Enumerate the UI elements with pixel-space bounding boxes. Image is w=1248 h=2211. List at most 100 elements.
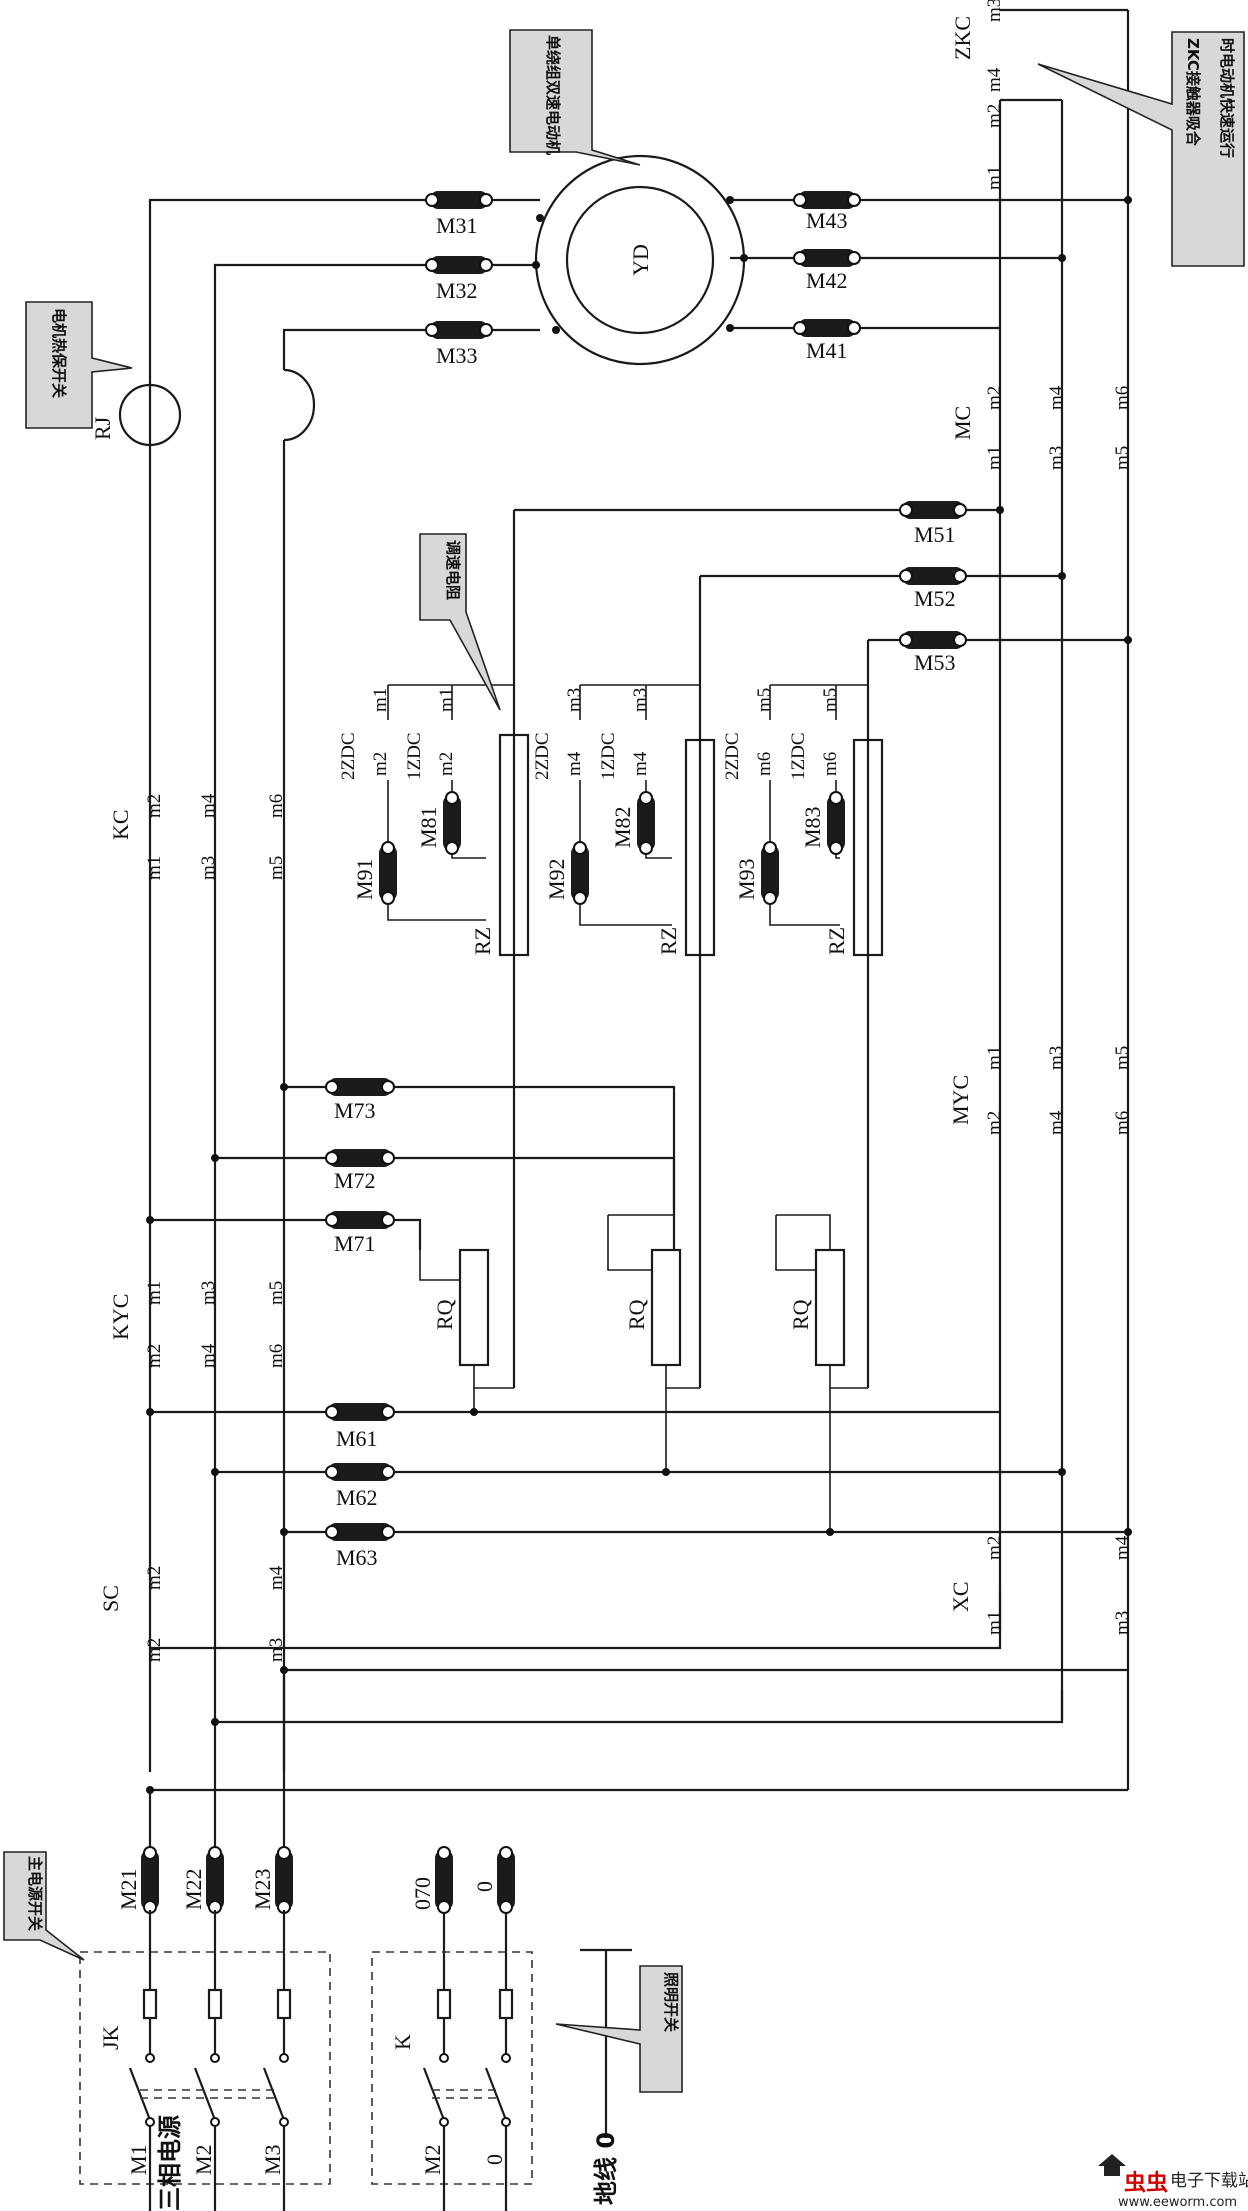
- connector-m73: [325, 1078, 395, 1096]
- m33-label: M33: [436, 343, 478, 368]
- connector-m92: [571, 841, 589, 905]
- m5x-connectors: [899, 501, 967, 649]
- speed-resistor-group-2: RZ 2ZDC 1ZDC m3 m4 m3 m4: [532, 684, 716, 957]
- svg-text:0: 0: [472, 1881, 497, 1892]
- connector-m22: [206, 1846, 224, 1914]
- m91-label: M91: [352, 858, 377, 900]
- connector-m42: [793, 249, 861, 267]
- svg-text:m2: m2: [144, 1638, 165, 1662]
- svg-text:1ZDC: 1ZDC: [404, 733, 425, 781]
- svg-text:070: 070: [410, 1877, 435, 1910]
- svg-text:m3: m3: [266, 1638, 287, 1662]
- svg-text:m5: m5: [754, 688, 775, 712]
- m82-label: M82: [610, 806, 635, 848]
- connector-m23: [275, 1846, 293, 1914]
- connector-m81: [443, 791, 461, 855]
- kyc-contactor: KYC m1 m2 m3 m4 m5 m6: [108, 1281, 287, 1368]
- watermark-url: www.eeworm.com: [1118, 2195, 1237, 2210]
- svg-text:m1: m1: [370, 688, 391, 712]
- svg-text:m3: m3: [564, 688, 585, 712]
- supply-zero: 0: [482, 2154, 507, 2165]
- main-switch-jk: JK: [79, 1910, 331, 2211]
- light-switch-k: 070 0 K: [371, 1846, 533, 2211]
- svg-text:MC: MC: [950, 406, 975, 440]
- svg-text:m5: m5: [1112, 1046, 1133, 1070]
- m31-label: M31: [436, 213, 478, 238]
- svg-text:电机热保开关: 电机热保开关: [50, 308, 68, 398]
- svg-text:m5: m5: [1112, 446, 1133, 470]
- svg-text:m3: m3: [1046, 1046, 1067, 1070]
- svg-text:m3: m3: [198, 856, 219, 880]
- m51-label: M51: [914, 522, 956, 547]
- m93-label: M93: [734, 858, 759, 900]
- svg-text:m2: m2: [144, 1566, 165, 1590]
- svg-text:2ZDC: 2ZDC: [338, 733, 359, 781]
- svg-text:m1: m1: [984, 1046, 1005, 1070]
- svg-text:RQ: RQ: [432, 1299, 457, 1330]
- svg-text:m6: m6: [754, 752, 775, 776]
- svg-text:KC: KC: [108, 809, 133, 840]
- connector-m93: [761, 841, 779, 905]
- connector-m41: [793, 319, 861, 337]
- watermark-brand: 虫虫: [1124, 2170, 1168, 2196]
- svg-text:主电源开关: 主电源开关: [26, 1856, 44, 1931]
- speed-resistor-group-1: RZ 2ZDC 1ZDC m1 m2 m1 m2: [338, 684, 530, 957]
- svg-text:m6: m6: [820, 752, 841, 776]
- svg-text:m2: m2: [144, 794, 165, 818]
- connector-m63: [325, 1523, 395, 1541]
- connector-m32: [425, 256, 493, 274]
- svg-text:调速电阻: 调速电阻: [444, 540, 462, 600]
- connector-070: [435, 1846, 453, 1914]
- svg-text:m3: m3: [1112, 1611, 1133, 1635]
- connector-m21: [141, 1846, 159, 1914]
- svg-text:m2: m2: [984, 386, 1005, 410]
- svg-text:m4: m4: [198, 793, 219, 818]
- sc-contactor: SC m2 m2 m4 m3: [98, 1565, 287, 1662]
- svg-text:m1: m1: [984, 446, 1005, 470]
- connector-m51: [899, 501, 967, 519]
- m72-label: M72: [334, 1168, 376, 1193]
- connector-m53: [899, 631, 967, 649]
- m92-label: M92: [544, 858, 569, 900]
- svg-text:m3: m3: [198, 1281, 219, 1305]
- motor-connectors: [425, 191, 861, 339]
- svg-text:1ZDC: 1ZDC: [788, 733, 809, 781]
- rq-resistors: RQ RQ RQ: [419, 1214, 868, 1389]
- m63-label: M63: [336, 1545, 378, 1570]
- svg-text:m1: m1: [984, 1611, 1005, 1635]
- m32-label: M32: [436, 278, 478, 303]
- svg-text:m6: m6: [1112, 1111, 1133, 1135]
- connector-m43: [793, 191, 861, 209]
- callout-resistor: 调速电阻: [419, 533, 501, 711]
- connector-m82: [637, 791, 655, 855]
- svg-text:JK: JK: [98, 2025, 123, 2050]
- ground-line: 地线 0: [580, 1948, 632, 2205]
- svg-text:m2: m2: [984, 1111, 1005, 1135]
- svg-text:照明开关: 照明开关: [662, 1972, 680, 2032]
- mc-contactor: MC m1 m2 m3 m4 m5 m6: [950, 385, 1133, 470]
- motor-label: YD: [628, 244, 653, 276]
- svg-text:RZ: RZ: [824, 927, 849, 955]
- svg-text:m2: m2: [144, 1344, 165, 1368]
- xc-contactor: XC m2 m1 m4 m3: [948, 1535, 1133, 1635]
- m53-label: M53: [914, 650, 956, 675]
- callout-zkc: ZKC接触器吸合 时电动机快速运行: [1037, 31, 1245, 267]
- m8x-m9x-connectors: [379, 791, 845, 905]
- m2x-connectors: [141, 1846, 293, 1914]
- connector-m71: [325, 1211, 395, 1229]
- supply-m1: M1: [126, 2144, 151, 2175]
- callout-main-switch: 主电源开关: [3, 1851, 85, 1961]
- m62-label: M62: [336, 1485, 378, 1510]
- svg-text:m4: m4: [1046, 1110, 1067, 1135]
- svg-text:m4: m4: [198, 1343, 219, 1368]
- m73-label: M73: [334, 1098, 376, 1123]
- connector-m61: [325, 1403, 395, 1421]
- svg-text:单绕组双速电动机: 单绕组双速电动机: [544, 35, 562, 155]
- svg-text:m2: m2: [984, 1536, 1005, 1560]
- svg-text:KYC: KYC: [108, 1294, 133, 1340]
- svg-text:2ZDC: 2ZDC: [722, 733, 743, 781]
- m83-label: M83: [800, 806, 825, 848]
- svg-text:m4: m4: [630, 751, 651, 776]
- svg-text:XC: XC: [948, 1581, 973, 1612]
- connector-m91: [379, 841, 397, 905]
